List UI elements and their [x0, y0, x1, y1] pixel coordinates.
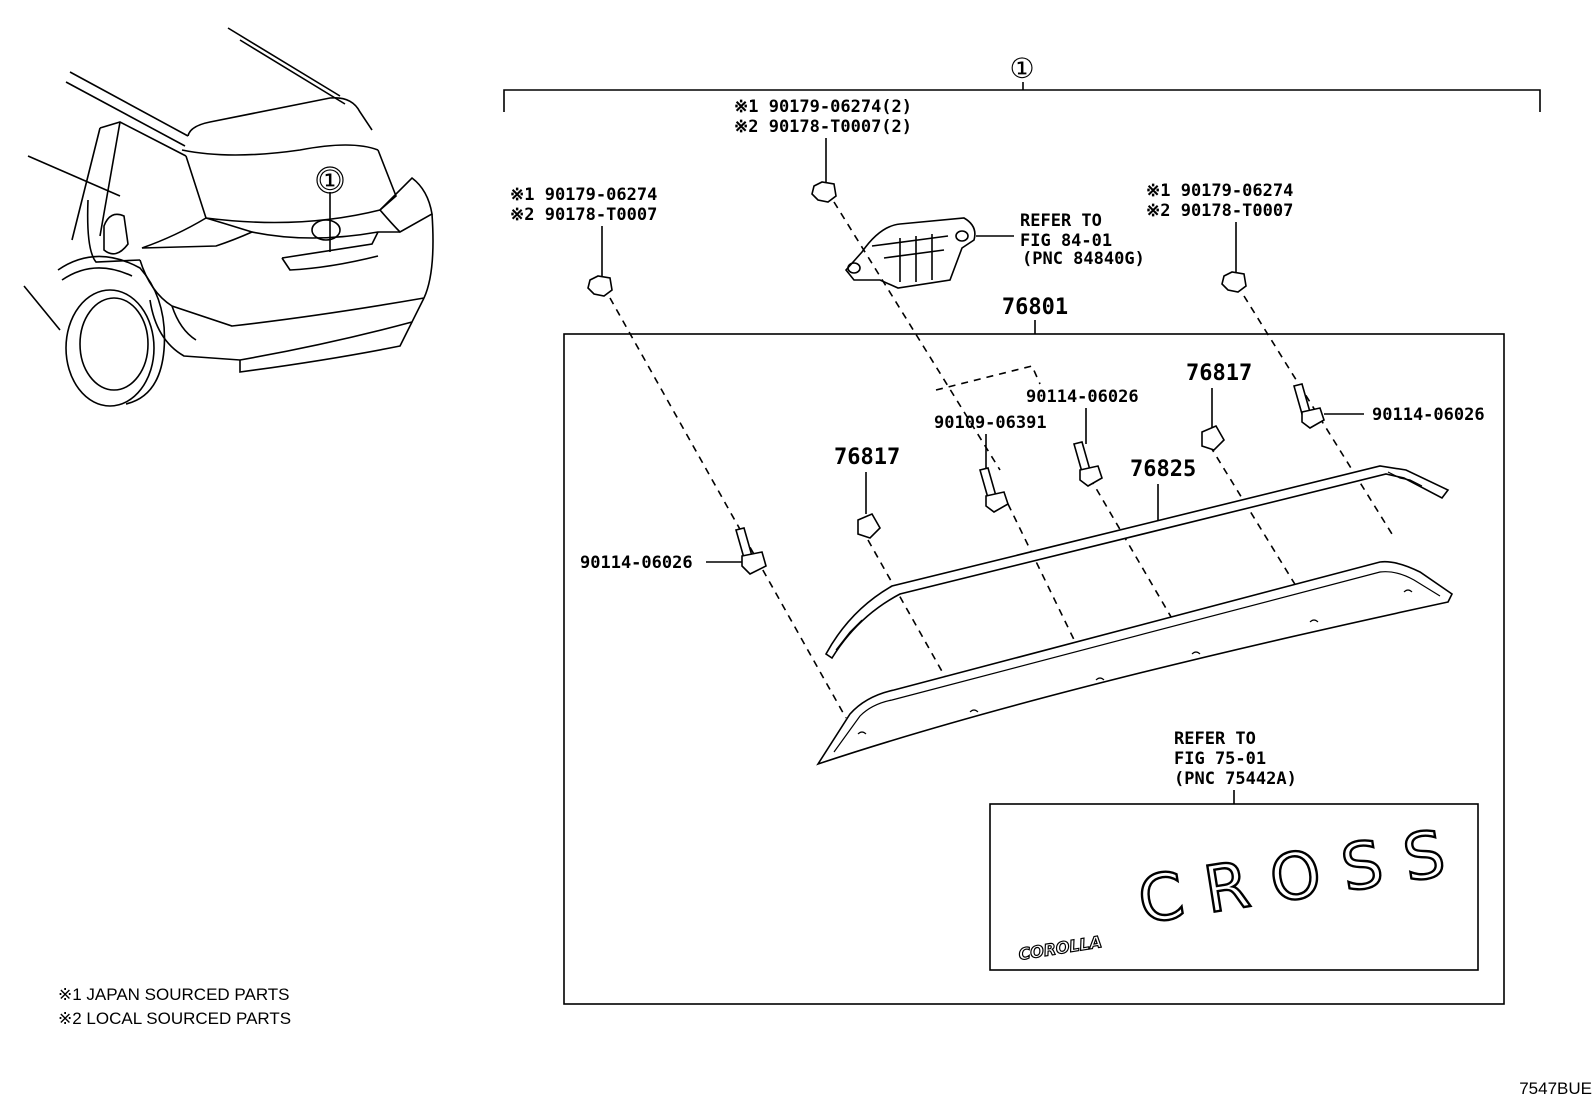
clip-right: 76817: [1186, 361, 1252, 451]
part-number-76801: 76801: [1002, 295, 1068, 320]
assembly-lines: [609, 201, 1393, 719]
callout-text: (PNC 75442A): [1174, 769, 1297, 789]
callout-text: 90109-06391: [934, 413, 1047, 433]
part-number-76825: 76825: [1130, 457, 1196, 482]
screw-center: 90114-06026: [1026, 387, 1139, 487]
nut-part: [811, 181, 837, 203]
callout-refer-switch: REFER TO FIG 84-01 (PNC 84840G): [844, 211, 1145, 289]
part-number-76817: 76817: [1186, 361, 1252, 386]
clip-left: 76817: [834, 445, 900, 539]
screw-left: 90114-06026: [580, 527, 767, 575]
callout-text: FIG 84-01: [1020, 231, 1112, 251]
nut-part: [1221, 271, 1247, 293]
figure-code: 7547BUE: [1519, 1079, 1592, 1098]
emblem-corolla: COROLLA: [1017, 932, 1103, 964]
callout-text: ※2 90178-T0007: [1146, 201, 1293, 221]
callout-top-center-nut: ※1 90179-06274(2) ※2 90178-T0007(2): [734, 97, 912, 203]
callout-text: REFER TO: [1020, 211, 1102, 231]
garnish-panel: [816, 560, 1454, 766]
callout-text: ※1 90179-06274: [1146, 181, 1293, 201]
callout-text: 90114-06026: [1372, 405, 1485, 425]
garnish-assembly-box: 76801: [563, 295, 1505, 1005]
callout-text: ※2 90178-T0007: [510, 205, 657, 225]
assembly-marker: ①: [1009, 52, 1034, 85]
screw-right: 90114-06026: [1293, 383, 1485, 429]
bolt-center: 90109-06391: [934, 413, 1047, 513]
callout-right-nut: ※1 90179-06274 ※2 90178-T0007: [1146, 181, 1293, 293]
vehicle-rear-view: ①: [23, 27, 434, 407]
assembly-bracket: ①: [503, 52, 1541, 112]
callout-text: (PNC 84840G): [1022, 249, 1145, 269]
callout-text: FIG 75-01: [1174, 749, 1266, 769]
legend: ※1 JAPAN SOURCED PARTS ※2 LOCAL SOURCED …: [58, 985, 291, 1028]
legend-item-local: ※2 LOCAL SOURCED PARTS: [58, 1009, 291, 1028]
callout-left-nut: ※1 90179-06274 ※2 90178-T0007: [510, 185, 657, 297]
nut-part: [587, 275, 613, 297]
legend-item-japan: ※1 JAPAN SOURCED PARTS: [58, 985, 290, 1004]
molding-76825: 76825: [824, 457, 1450, 660]
callout-text: ※2 90178-T0007(2): [734, 117, 912, 137]
emblem-cross: CROSS: [1133, 814, 1471, 939]
callout-text: ※1 90179-06274(2): [734, 97, 912, 117]
vehicle-marker: ①: [317, 164, 342, 197]
callout-text: ※1 90179-06274: [510, 185, 657, 205]
callout-text: REFER TO: [1174, 729, 1256, 749]
callout-refer-emblem: REFER TO FIG 75-01 (PNC 75442A) CROSS CO…: [989, 729, 1479, 971]
callout-text: 90114-06026: [580, 553, 693, 573]
part-number-76817: 76817: [834, 445, 900, 470]
callout-text: 90114-06026: [1026, 387, 1139, 407]
